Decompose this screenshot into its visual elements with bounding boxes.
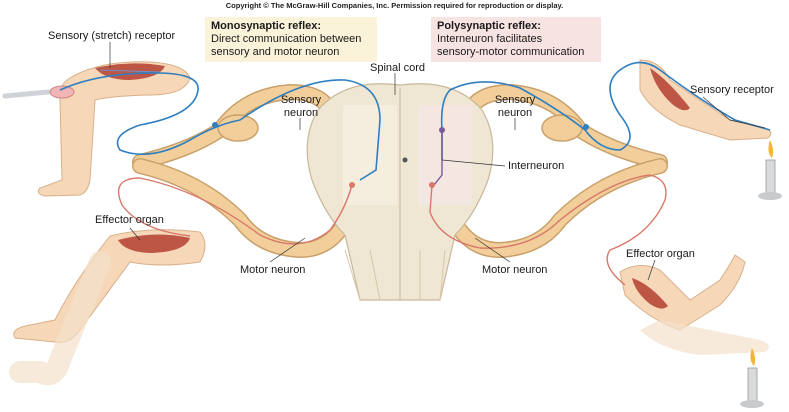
label-left-effector-organ: Effector organ [95,214,164,226]
monosynaptic-line-1: Direct communication between [211,33,362,45]
right-lower-arm-illustration [619,254,769,355]
label-stretch-receptor: Sensory (stretch) receptor [48,30,176,42]
polysynaptic-title: Polysynaptic reflex: [437,20,541,32]
sensory-neuron-paths [59,61,771,181]
left-lower-leg-illustration [9,229,206,386]
copyright-notice: Copyright © The McGraw-Hill Companies, I… [225,1,564,10]
right-motor-cell-body [429,182,435,188]
left-motor-cell-body [349,182,355,188]
label-right-effector-organ: Effector organ [626,248,695,260]
monosynaptic-title: Monosynaptic reflex: [211,20,322,32]
monosynaptic-reflex-box: Monosynaptic reflex: Direct communicatio… [205,17,377,62]
spinal-nerves [132,83,668,259]
label-right-sensory-neuron: Sensory neuron [490,94,540,120]
label-interneuron: Interneuron [508,160,565,172]
polysynaptic-reflex-box: Polysynaptic reflex: Interneuron facilit… [431,17,601,62]
label-left-motor-neuron: Motor neuron [240,264,306,276]
label-spinal-cord: Spinal cord [370,62,426,74]
interneuron-cell-body [439,127,445,133]
label-right-sensory-neuron-line-2: neuron [497,107,533,119]
interneuron-path [433,130,443,186]
left-sensory-cell-body [212,122,218,128]
spinal-cord-illustration [306,83,494,301]
label-right-sensory-neuron-line-1: Sensory [494,94,536,106]
label-sensory-receptor: Sensory receptor [690,84,774,96]
label-left-sensory-neuron-line-2: neuron [283,107,319,119]
right-lower-flame-illustration [740,348,764,408]
right-sensory-cell-body [583,124,589,130]
motor-neuron-paths [117,174,667,286]
reflex-hammer-illustration [2,85,75,99]
label-left-sensory-neuron-line-1: Sensory [280,94,322,106]
leader-lines [109,42,766,281]
label-left-sensory-neuron: Sensory neuron [276,94,326,120]
right-upper-arm-illustration [639,59,772,141]
polysynaptic-line-1: Interneuron facilitates [437,33,543,45]
polysynaptic-line-2: sensory-motor communication [437,46,585,58]
monosynaptic-line-2: sensory and motor neuron [211,46,340,58]
label-right-motor-neuron: Motor neuron [482,264,548,276]
right-upper-flame-illustration [758,140,782,200]
